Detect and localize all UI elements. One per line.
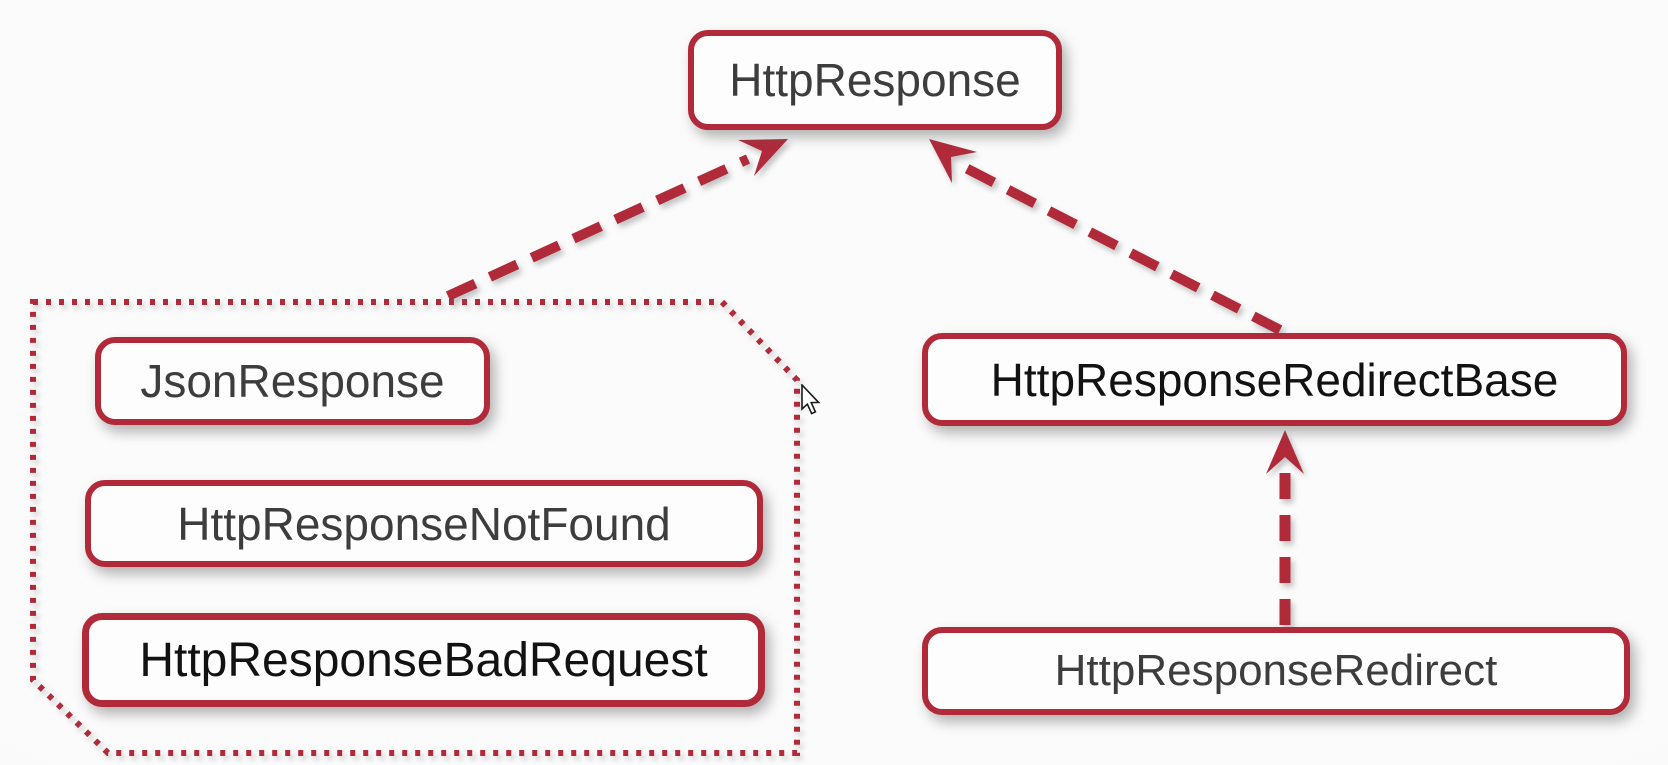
class-node-httpresponseredirectbase: HttpResponseRedirectBase	[922, 333, 1627, 426]
class-node-label: HttpResponseRedirectBase	[990, 353, 1559, 406]
class-node-label: HttpResponseNotFound	[177, 497, 671, 550]
class-node-label: HttpResponse	[729, 54, 1021, 106]
class-node-httpresponsebadrequest: HttpResponseBadRequest	[82, 613, 765, 707]
class-node-label: JsonResponse	[140, 355, 445, 407]
class-node-label: HttpResponseRedirect	[1054, 646, 1498, 695]
class-node-label: HttpResponseBadRequest	[139, 633, 708, 687]
class-node-jsonresponse: JsonResponse	[95, 337, 490, 425]
inheritance-arrow-group-to-httpresponse	[445, 139, 788, 301]
inheritance-arrow-redirect-to-redirectbase	[1266, 430, 1304, 625]
class-node-httpresponsenotfound: HttpResponseNotFound	[85, 480, 763, 567]
class-node-httpresponse: HttpResponse	[688, 30, 1062, 130]
mouse-cursor	[801, 384, 821, 415]
class-node-httpresponseredirect: HttpResponseRedirect	[922, 627, 1630, 715]
inheritance-arrow-redirectbase-to-httpresponse	[929, 139, 1283, 335]
